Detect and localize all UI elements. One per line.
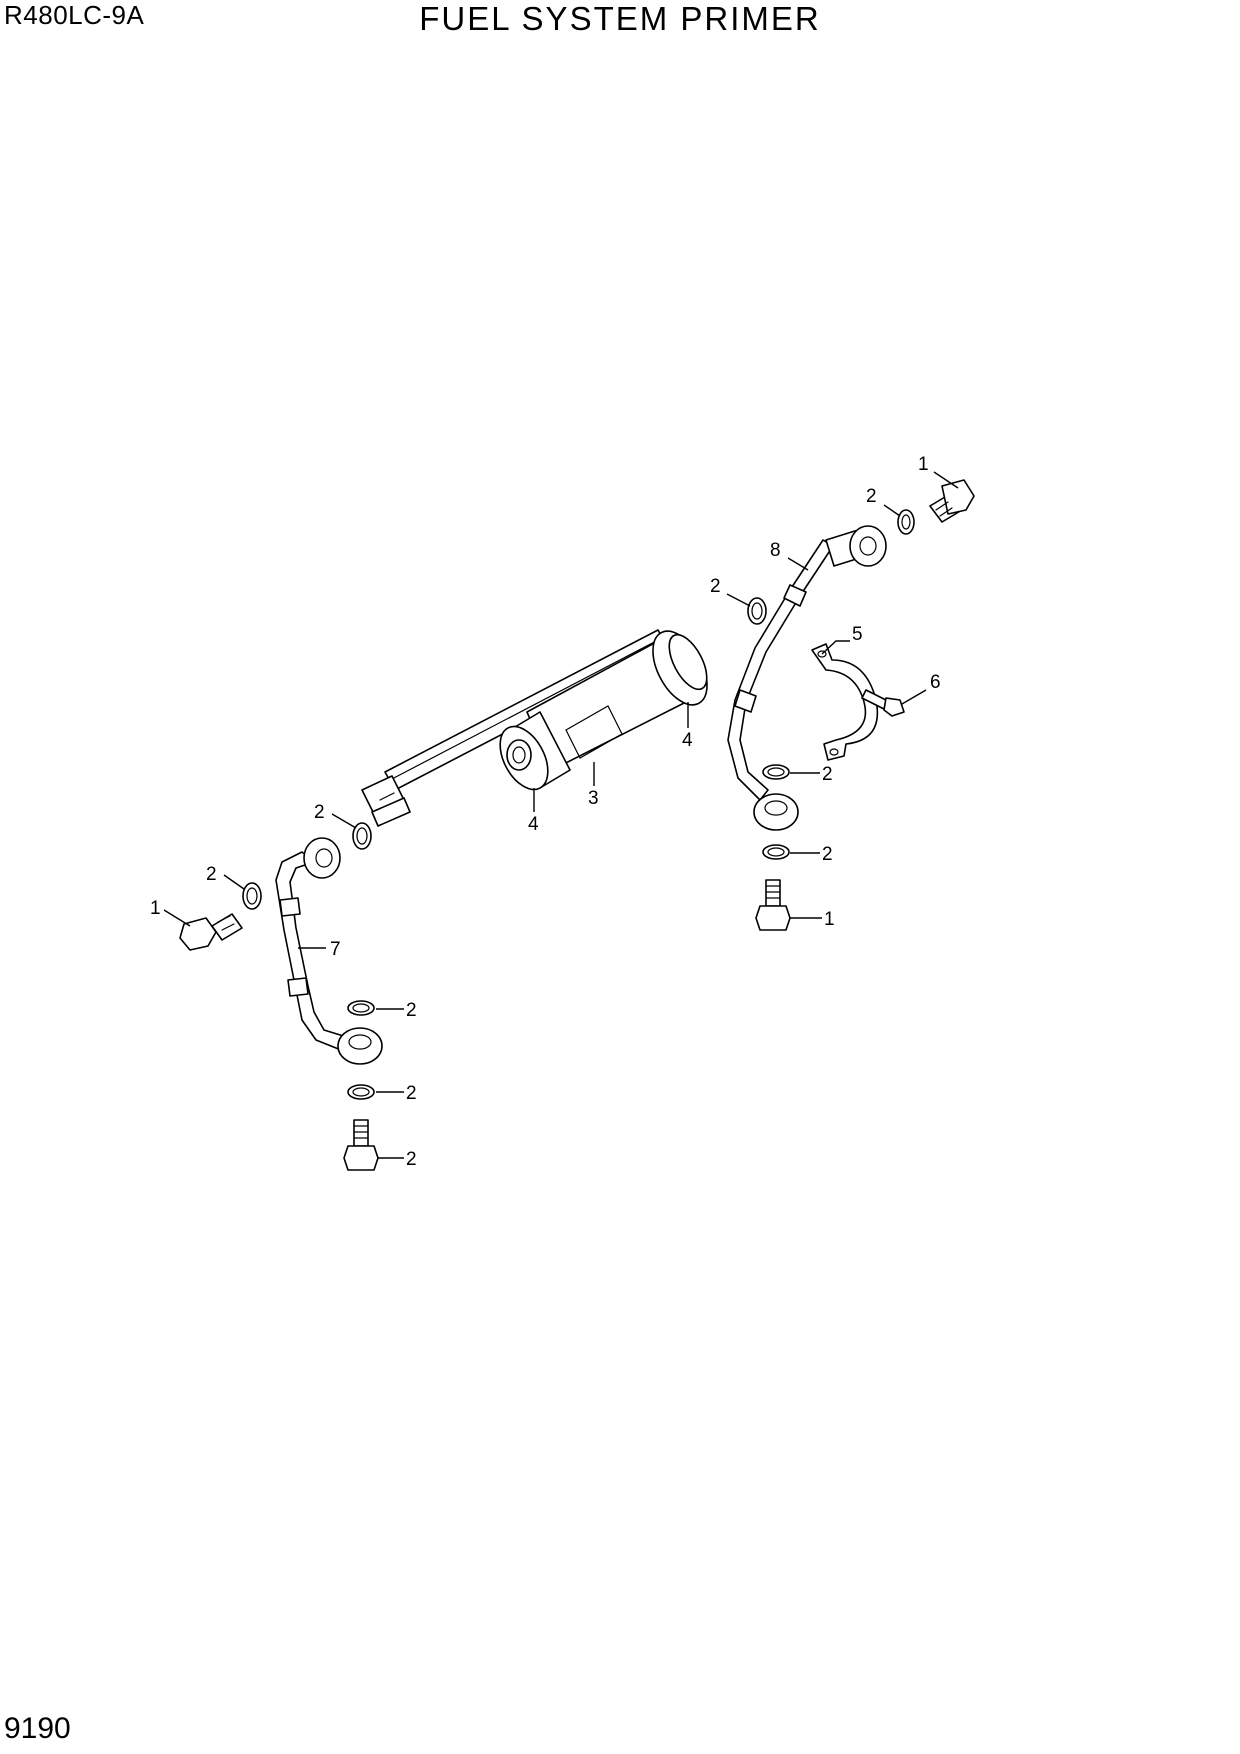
callout-2-left-bottom-lower: 2 — [406, 1083, 417, 1104]
callout-3: 3 — [588, 788, 599, 809]
callout-4-right: 4 — [682, 730, 693, 751]
callout-2-left-upper: 2 — [314, 802, 325, 823]
callout-2-upper-middle: 2 — [710, 576, 721, 597]
page-title-text: FUEL SYSTEM PRIMER — [419, 0, 821, 37]
primer-pump — [361, 629, 708, 827]
page-number: 9190 — [4, 1712, 71, 1745]
callout-8: 8 — [770, 540, 781, 561]
callout-6: 6 — [930, 672, 941, 693]
callout-5: 5 — [852, 624, 863, 645]
callout-4-left: 4 — [528, 814, 539, 835]
fuel-pipe-8 — [727, 525, 887, 831]
washer-left-upper — [352, 822, 372, 850]
washer-top-right — [897, 509, 915, 535]
banjo-bolt-left-bottom — [343, 1119, 379, 1171]
callout-2-top-right: 2 — [866, 486, 877, 507]
callout-1-top-right: 1 — [918, 454, 929, 475]
callout-2-right-lower: 2 — [822, 844, 833, 865]
callout-2-right-upper: 2 — [822, 764, 833, 785]
callout-1-right-bottom: 1 — [824, 909, 835, 930]
callout-2-left-bottom-upper: 2 — [406, 1000, 417, 1021]
callout-2-left: 2 — [206, 864, 217, 885]
callout-labels: 1 2 8 2 5 6 4 3 4 2 2 2 1 2 2 1 7 2 2 — [150, 454, 941, 1170]
callout-1-left-bottom: 2 — [406, 1149, 417, 1170]
banjo-bolt-right-bottom — [755, 879, 791, 931]
page-title: FUEL SYSTEM PRIMER — [0, 0, 1240, 38]
washer-right-upper — [762, 764, 790, 780]
clamp-5 — [811, 643, 879, 761]
washer-right-lower — [762, 844, 790, 860]
callout-1-left: 1 — [150, 898, 161, 919]
model-code: R480LC-9A — [4, 0, 145, 30]
washers — [242, 509, 915, 1100]
washer-upper-middle — [747, 597, 767, 625]
bolt-6 — [861, 689, 905, 717]
washer-left-bottom-lower — [347, 1084, 375, 1100]
fuel-pipe-7 — [275, 837, 383, 1065]
washer-left — [242, 882, 262, 910]
washer-left-bottom-upper — [347, 1000, 375, 1016]
leader-lines — [163, 471, 959, 1159]
callout-7: 7 — [330, 939, 341, 960]
banjo-bolt-top-right — [929, 479, 975, 523]
banjo-bolt-left — [179, 913, 243, 951]
